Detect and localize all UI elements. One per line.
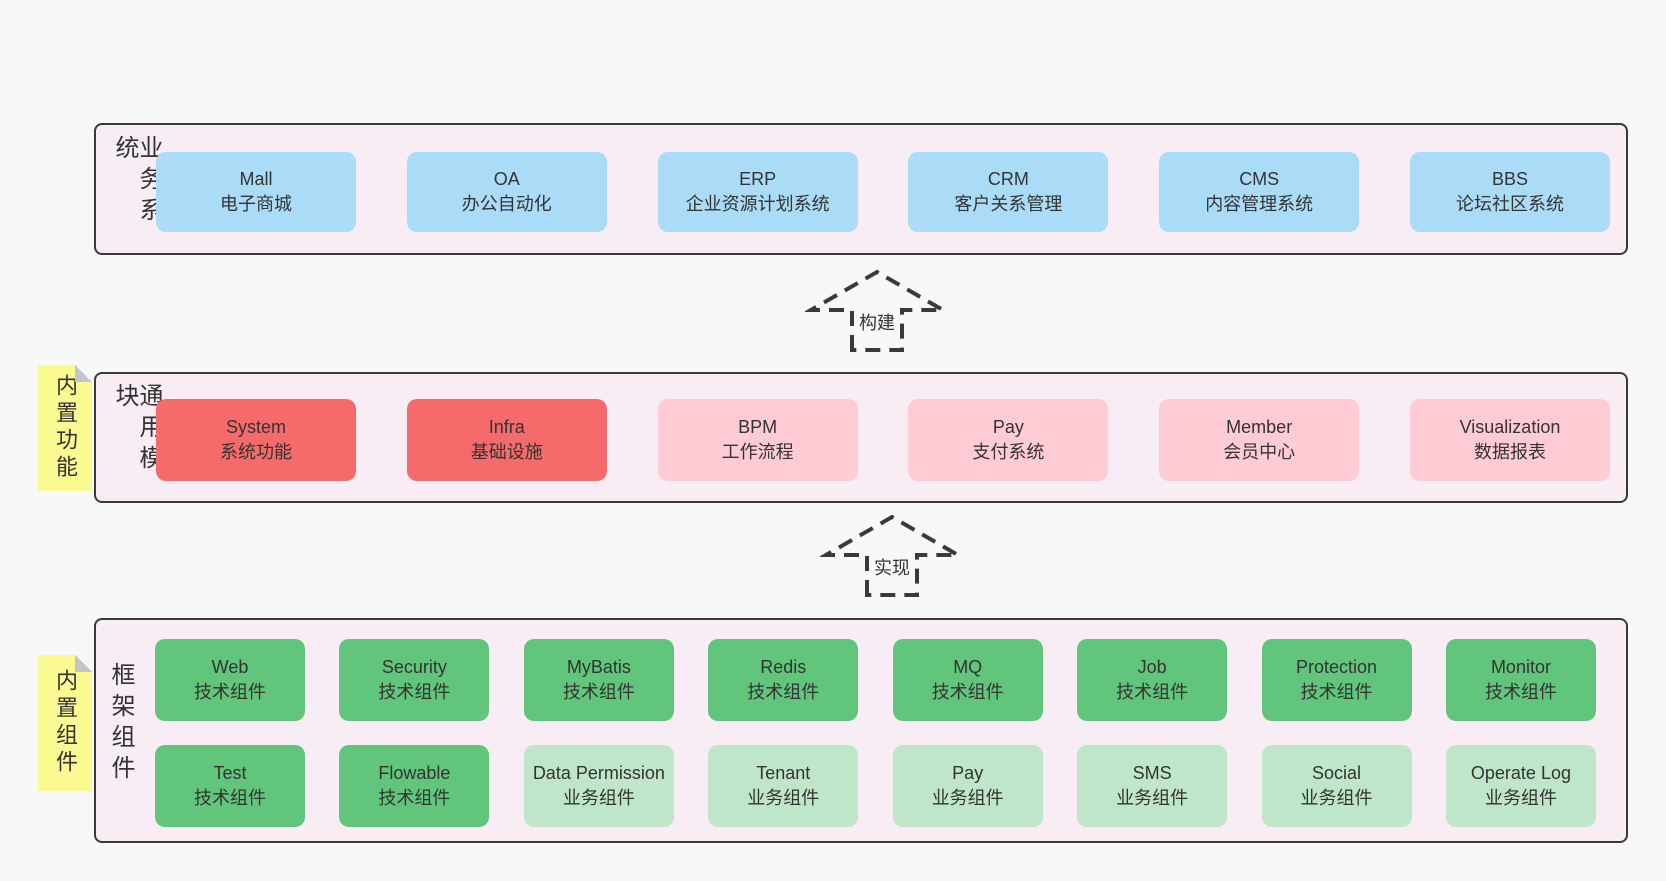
modules-box-row: System 系统功能 Infra 基础设施 BPM 工作流程 Pay 支付系统…	[96, 399, 1626, 481]
build-arrow-label: 构建	[855, 308, 899, 336]
box-bbs: BBS 论坛社区系统	[1409, 152, 1610, 232]
business-systems-panel: 业务系统 Mall 电子商城 OA 办公自动化 ERP 企业资源计划系统 CRM…	[94, 123, 1628, 255]
box-sms: SMS 业务组件	[1077, 745, 1228, 827]
builtin-features-note-label: 内置功能	[53, 374, 78, 482]
builtin-components-note-label: 内置组件	[53, 669, 78, 777]
box-infra: Infra 基础设施	[406, 399, 607, 481]
implement-arrow: 实现	[820, 513, 964, 597]
box-mybatis: MyBatis 技术组件	[523, 639, 674, 721]
box-erp: ERP 企业资源计划系统	[657, 152, 858, 232]
box-job: Job 技术组件	[1077, 639, 1228, 721]
box-web: Web 技术组件	[155, 639, 305, 721]
implement-arrow-label: 实现	[870, 553, 914, 581]
box-visualization: Visualization 数据报表	[1409, 399, 1610, 481]
components-box-row-2: Test 技术组件 Flowable 技术组件 Data Permission …	[96, 745, 1626, 827]
box-security: Security 技术组件	[339, 639, 490, 721]
box-flowable: Flowable 技术组件	[339, 745, 490, 827]
builtin-features-note: 内置功能	[38, 365, 92, 491]
components-box-row-1: Web 技术组件 Security 技术组件 MyBatis 技术组件 Redi…	[96, 639, 1626, 721]
up-arrow-icon	[805, 269, 949, 352]
build-arrow: 构建	[805, 268, 949, 352]
box-system: System 系统功能	[156, 399, 356, 481]
box-mall: Mall 电子商城	[156, 152, 356, 232]
box-tenant: Tenant 业务组件	[708, 745, 859, 827]
box-test: Test 技术组件	[155, 745, 305, 827]
box-monitor: Monitor 技术组件	[1445, 639, 1596, 721]
box-data-permission: Data Permission 业务组件	[523, 745, 674, 827]
up-arrow-icon	[820, 514, 964, 597]
builtin-components-note: 内置组件	[38, 655, 92, 791]
box-social: Social 业务组件	[1261, 745, 1412, 827]
box-oa: OA 办公自动化	[406, 152, 607, 232]
box-pay: Pay 支付系统	[908, 399, 1109, 481]
box-redis: Redis 技术组件	[708, 639, 859, 721]
box-pay: Pay 业务组件	[892, 745, 1043, 827]
box-protection: Protection 技术组件	[1261, 639, 1412, 721]
business-box-row: Mall 电子商城 OA 办公自动化 ERP 企业资源计划系统 CRM 客户关系…	[96, 152, 1626, 232]
box-mq: MQ 技术组件	[892, 639, 1043, 721]
box-bpm: BPM 工作流程	[657, 399, 858, 481]
box-crm: CRM 客户关系管理	[908, 152, 1109, 232]
box-cms: CMS 内容管理系统	[1159, 152, 1360, 232]
box-operate-log: Operate Log 业务组件	[1445, 745, 1596, 827]
section-label-components: 框架组件	[107, 662, 134, 786]
framework-components-panel: 框架组件 Web 技术组件 Security 技术组件 MyBatis 技术组件…	[94, 618, 1628, 843]
common-modules-panel: 通用模块 System 系统功能 Infra 基础设施 BPM 工作流程 Pay…	[94, 372, 1628, 503]
box-member: Member 会员中心	[1159, 399, 1360, 481]
